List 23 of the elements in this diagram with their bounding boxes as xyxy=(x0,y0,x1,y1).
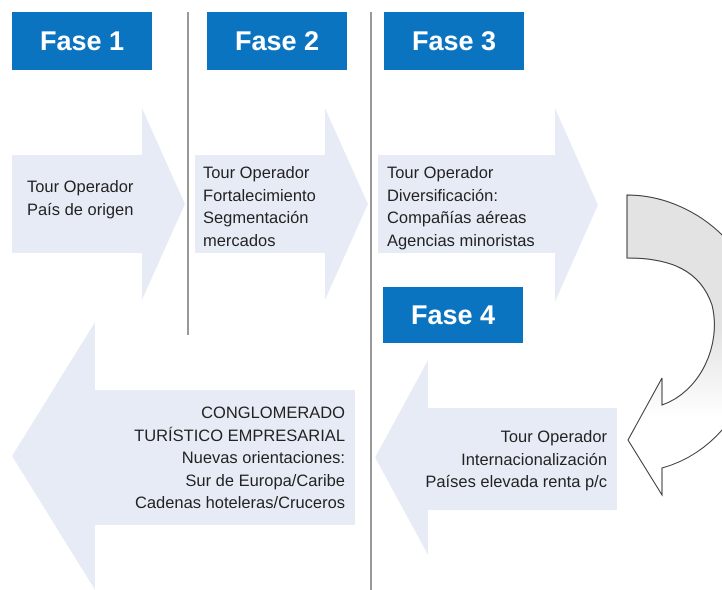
arrow-label: Tour Operador xyxy=(203,163,310,184)
arrow-label: Segmentación xyxy=(203,208,308,229)
arrow-label: Países elevada renta p/c xyxy=(425,472,607,493)
phase-header: Fase 2 xyxy=(207,12,347,70)
phase-header: Fase 1 xyxy=(12,12,152,70)
arrow-label: Internacionalización xyxy=(461,450,607,470)
arrow-label: Diversificación: xyxy=(387,186,498,206)
arrow-label: Fortalecimiento xyxy=(203,186,316,206)
arrow-label: Tour Operador xyxy=(387,163,494,184)
curved-arrow xyxy=(626,194,722,496)
arrow-label: País de origen xyxy=(27,200,134,220)
arrow-label: Cadenas hoteleras/Cruceros xyxy=(134,493,345,514)
arrow-label: Agencias minoristas xyxy=(387,230,535,252)
arrow-label: Compañías aéreas xyxy=(387,208,526,229)
arrow-label: TURÍSTICO EMPRESARIAL xyxy=(134,426,345,446)
arrow-label: mercados xyxy=(203,230,276,252)
arrow-label: Tour Operador xyxy=(27,177,134,198)
arrow-label: CONGLOMERADO xyxy=(201,403,345,424)
phase-header: Fase 3 xyxy=(384,12,524,70)
phase-header: Fase 4 xyxy=(383,287,523,343)
arrow-label: Sur de Europa/Caribe xyxy=(185,470,345,492)
arrow-label: Nuevas orientaciones: xyxy=(182,448,345,469)
arrow-label: Tour Operador xyxy=(500,427,607,448)
